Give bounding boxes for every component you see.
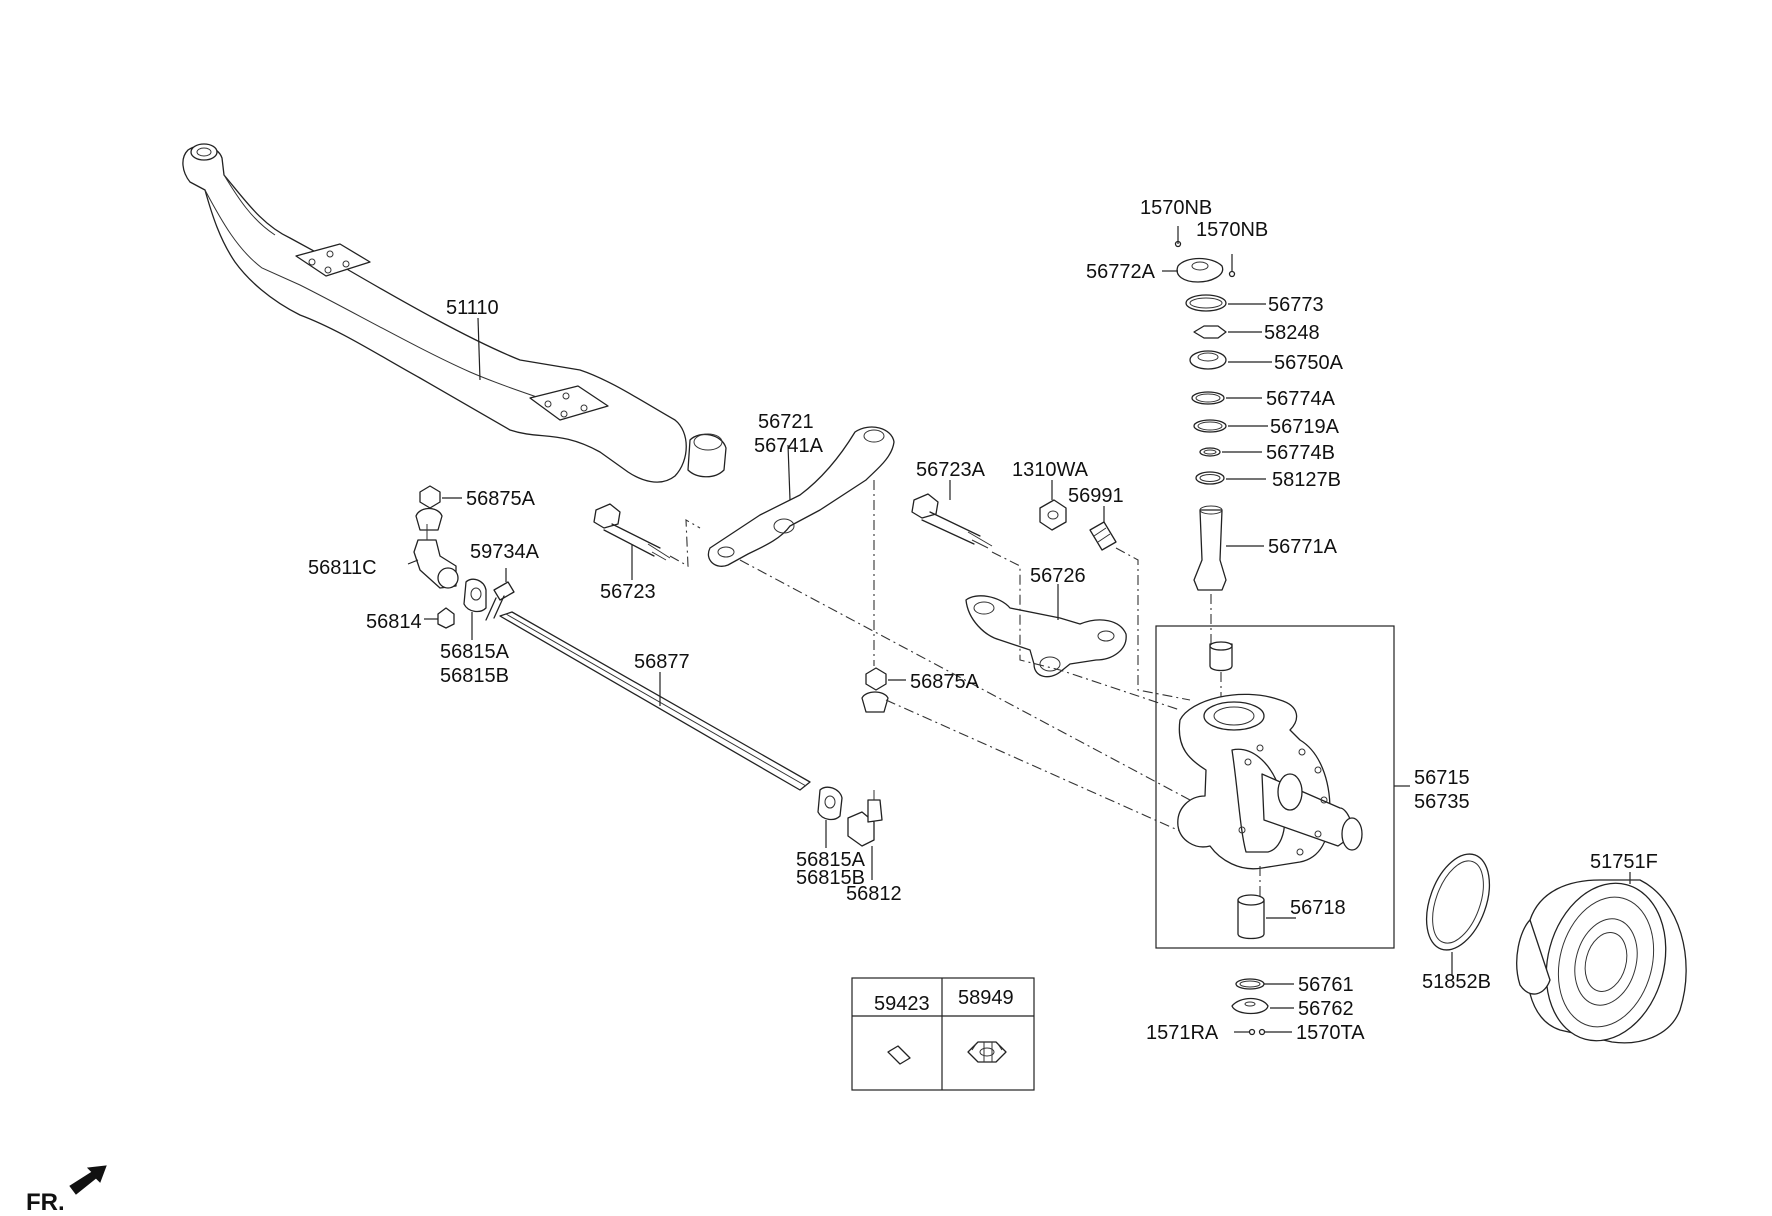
label-56762: 56762 [1298, 998, 1354, 1020]
label-56723a: 56723A [916, 459, 986, 481]
label-56991: 56991 [1068, 485, 1124, 507]
label-56811c: 56811C [308, 557, 377, 579]
legend-table: 59423 58949 [851, 977, 1035, 1091]
idler-arm-56726 [965, 584, 1127, 678]
label-51852b: 51852B [1422, 971, 1491, 993]
label-56815a-right: 56815A [796, 849, 866, 871]
label-56761: 56761 [1298, 974, 1354, 996]
label-56815b-left: 56815B [440, 665, 509, 687]
label-56815a-left: 56815A [440, 641, 510, 663]
nut-56875a-middle [861, 667, 906, 713]
seal-51852b [1425, 853, 1491, 976]
label-59734a: 59734A [470, 541, 540, 563]
front-arrow-icon [69, 1165, 107, 1195]
clamp-56815a-right [817, 786, 843, 848]
bushing-56718 [1237, 894, 1296, 940]
label-56721: 56721 [758, 411, 814, 433]
label-1570nb-a: 1570NB [1140, 197, 1212, 219]
grease-fitting-56991 [1089, 506, 1117, 551]
label-1570nb-b: 1570NB [1196, 219, 1268, 241]
pin-59423 [887, 1045, 911, 1065]
label-56815b-right: 56815B [796, 867, 865, 889]
label-56735: 56735 [1414, 791, 1470, 813]
legend-col-58949: 58949 [958, 987, 1014, 1009]
label-56774a: 56774A [1266, 388, 1336, 410]
bolt-56723a [911, 480, 993, 549]
dash-line-bolt-idler [991, 551, 1181, 711]
tie-rod-56877 [499, 611, 811, 791]
label-56741a: 56741A [754, 435, 824, 457]
label-56750a: 56750A [1274, 352, 1344, 374]
label-1310wa: 1310WA [1012, 459, 1089, 481]
label-56875a-middle: 56875A [910, 671, 980, 693]
tie-rod-end-56811c [407, 524, 459, 589]
dash-line-fitting-knuckle [1115, 547, 1191, 701]
castle-nut-58949 [967, 1041, 1007, 1063]
nut-56875a-top [419, 485, 462, 509]
label-56719a: 56719A [1270, 416, 1340, 438]
label-56814: 56814 [366, 611, 422, 633]
dash-line-nut-knuckle [885, 699, 1201, 841]
dash-line-arm-knuckle [739, 559, 1191, 801]
label-58127b: 58127B [1272, 469, 1341, 491]
hub-51751f [1516, 872, 1687, 1044]
label-56812: 56812 [846, 883, 902, 905]
part-labels: 51110 1570NB 1570NB 56772A 56773 58248 5… [308, 197, 1658, 1044]
label-56723: 56723 [600, 581, 656, 603]
front-label: FR. [26, 1189, 65, 1211]
label-56718: 56718 [1290, 897, 1346, 919]
steering-arm-56721 [707, 426, 895, 567]
dash-line-56723 [669, 519, 701, 567]
label-58248: 58248 [1264, 322, 1320, 344]
label-56715: 56715 [1414, 767, 1470, 789]
front-direction-marker: FR. [26, 1165, 107, 1216]
label-51751f: 51751F [1590, 851, 1658, 873]
small-parts-bottom [1231, 978, 1294, 1036]
knuckle-56715 [1177, 641, 1363, 896]
axle-beam-51110 [182, 143, 727, 483]
knuckle-box [1155, 625, 1395, 949]
label-1570ta: 1570TA [1296, 1022, 1365, 1044]
cap-56875a [415, 507, 443, 531]
king-pin-stack [1162, 226, 1272, 644]
label-56726: 56726 [1030, 565, 1086, 587]
label-56772a: 56772A [1086, 261, 1156, 283]
label-56773: 56773 [1268, 294, 1324, 316]
bolt-59734a [485, 568, 515, 621]
label-56771a: 56771A [1268, 536, 1338, 558]
label-56877: 56877 [634, 651, 690, 673]
clamp-56815a-left [463, 578, 487, 640]
nut-56814 [424, 607, 455, 629]
label-56875a-top: 56875A [466, 488, 536, 510]
label-56774b: 56774B [1266, 442, 1335, 464]
legend-col-59423: 59423 [874, 993, 930, 1015]
tie-rod-end-56812 [847, 790, 883, 880]
bolt-56723 [593, 503, 671, 580]
nut-1310wa [1039, 480, 1067, 531]
label-51110: 51110 [446, 297, 499, 319]
label-1571ra: 1571RA [1146, 1022, 1219, 1044]
